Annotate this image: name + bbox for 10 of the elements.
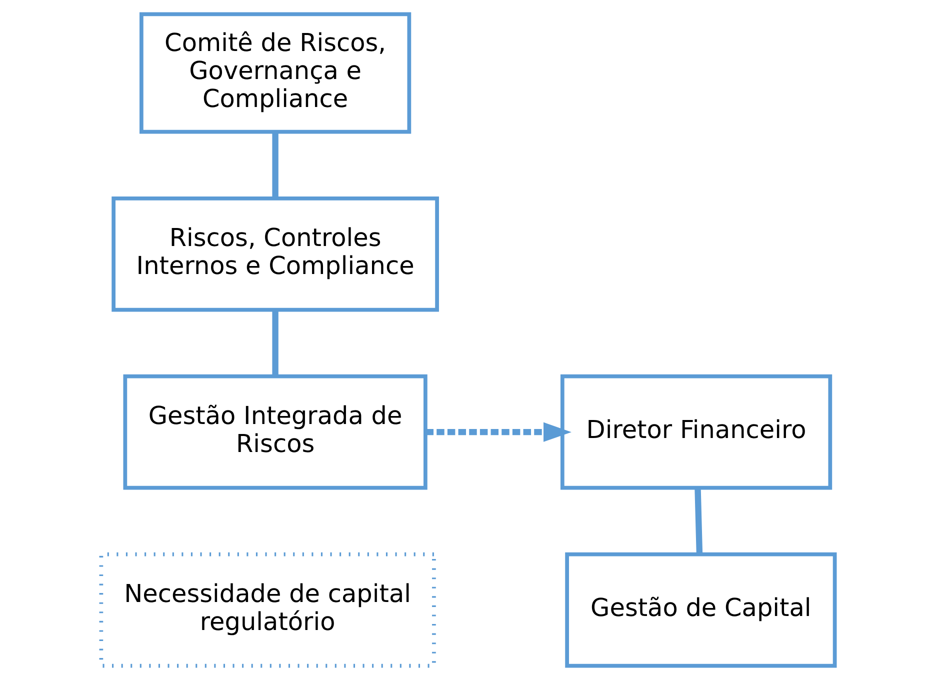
node-box: Gestão de Capital xyxy=(564,552,836,668)
connector xyxy=(272,310,278,376)
node-box: Riscos, Controles Internos e Compliance xyxy=(111,196,438,312)
arrow xyxy=(425,422,571,442)
node-box: Diretor Financeiro xyxy=(560,374,832,490)
node-box: Gestão Integrada de Riscos xyxy=(122,374,427,490)
node-box: Necessidade de capital regulatório xyxy=(98,552,436,668)
connector xyxy=(272,132,278,198)
node-box: Comitê de Riscos, Governança e Compliance xyxy=(139,12,411,134)
connector xyxy=(694,488,702,554)
